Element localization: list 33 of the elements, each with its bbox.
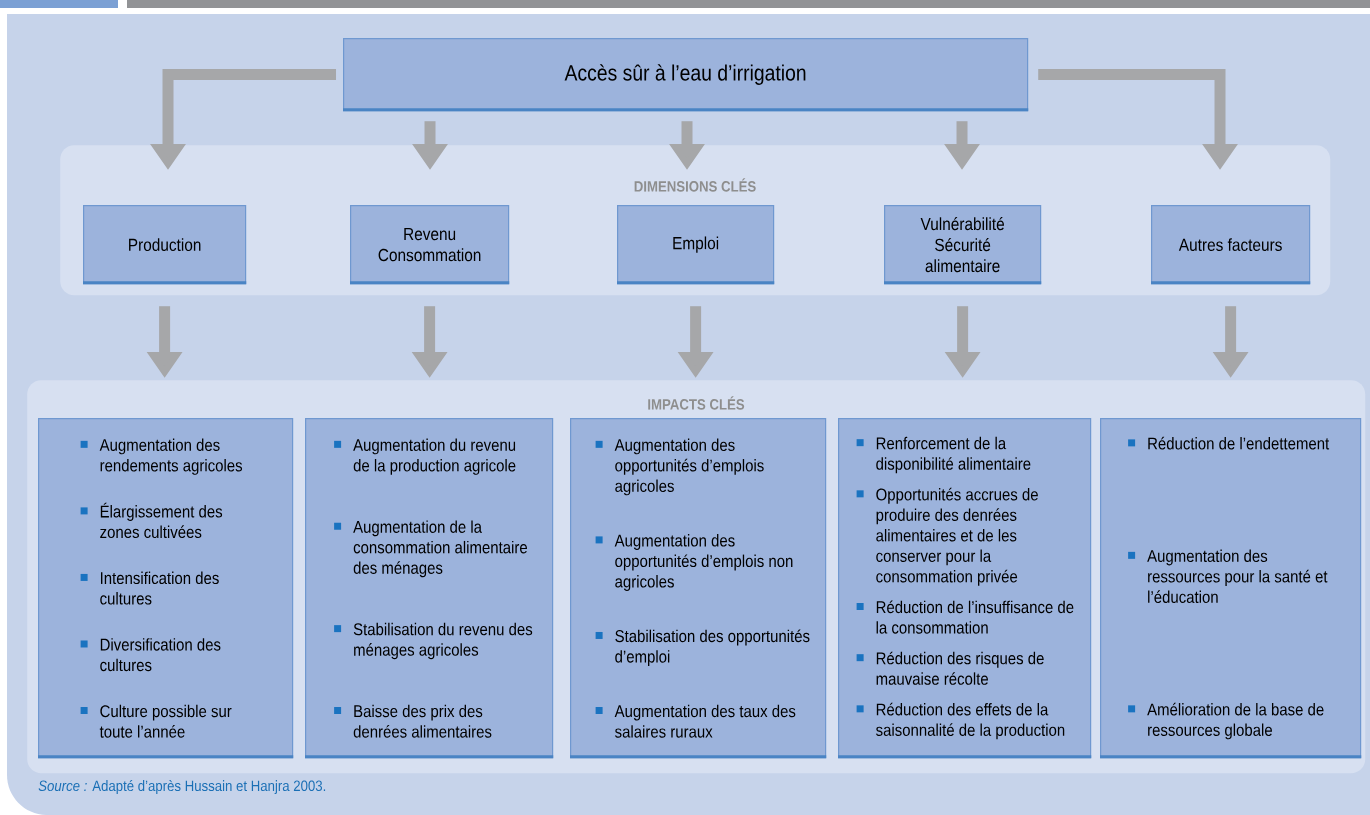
list-item-text: Réduction de l’insuffisance de la consommation <box>876 600 1074 634</box>
list-item-text: Réduction des risques de mauvaise récolte <box>876 651 1044 685</box>
list-item-text: Augmentation du revenu de la production agricole <box>353 438 516 475</box>
list-item-text: Augmentation des rendements agricoles <box>99 438 243 475</box>
list-item-text: Culture possible sur toute l’année <box>99 704 232 738</box>
dimension-box: Vulnérabilité Sécurité alimentaire <box>884 205 1042 285</box>
list-item-text: Diversification des cultures <box>100 638 221 672</box>
list-box <box>838 418 1092 759</box>
list-item-text: Amélioration de la base de ressources globale <box>1147 702 1324 740</box>
list-item-text: Élargissement des zones cultivées <box>100 502 223 539</box>
dimension-box: Autres facteurs <box>1151 205 1311 285</box>
dimension-box: Production <box>83 205 247 285</box>
list-item-text: Intensification des cultures <box>100 571 219 605</box>
list-box <box>305 418 554 759</box>
list-item-text: Stabilisation des opportunités d’emploi <box>615 629 810 666</box>
list-item-text: Augmentation des opportunités d’emplois agricoles <box>614 438 764 496</box>
list-box <box>570 418 827 759</box>
dimension-box: Revenu Consommation <box>350 205 510 285</box>
list-item-text: Augmentation des ressources pour la santé et l’éducation <box>1147 549 1328 604</box>
list-item-text: Baisse des prix des denrées alimentaires <box>353 704 492 738</box>
list-box <box>38 418 294 759</box>
dimension-box: Emploi <box>617 205 775 285</box>
list-item-text: Réduction de l’endettement <box>1148 436 1330 450</box>
list-box <box>1100 418 1362 759</box>
list-item-text: Réduction des effets de la saisonnalité de la production <box>876 702 1065 740</box>
title-box: Accès sûr à l’eau d’irrigation <box>343 38 1029 112</box>
source-note: Source : Adapté d’après Hussain et Hanjra 2003. <box>38 779 326 795</box>
list-item-text: Stabilisation du revenu des ménages agricoles <box>353 622 533 660</box>
list-item-text: Augmentation des opportunités d’emplois non agricoles <box>614 534 793 591</box>
list-item-text: Opportunités accrues de produire des denrées alimentaires et de les conserver pour la consommation privée <box>876 487 1038 586</box>
list-item-text: Renforcement de la disponibilité alimentaire <box>876 436 1031 474</box>
list-item-text: Augmentation des taux des salaires ruraux <box>614 704 796 738</box>
list-item-text: Augmentation de la consommation alimentaire des ménages <box>353 520 527 578</box>
